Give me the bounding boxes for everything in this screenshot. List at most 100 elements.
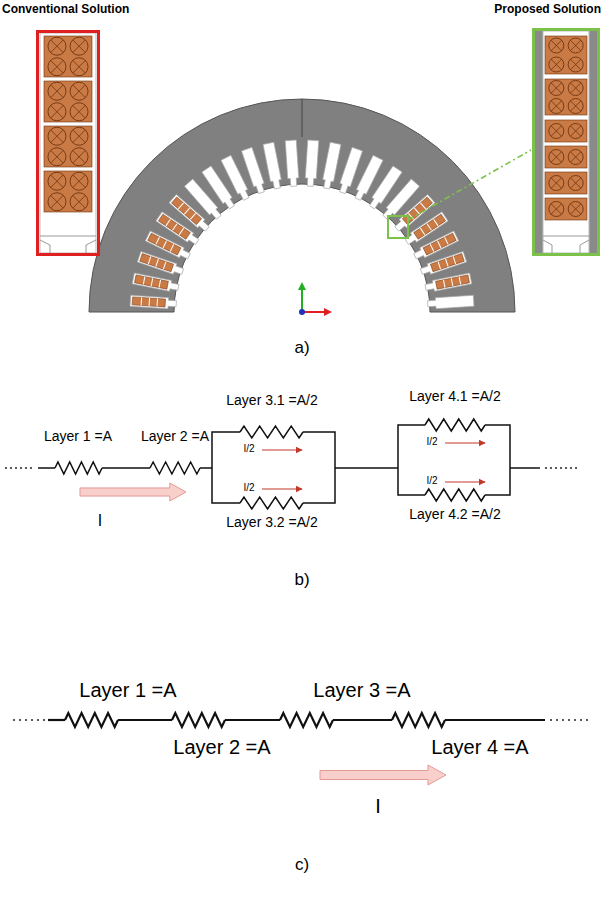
wire xyxy=(335,467,398,469)
current-arrow xyxy=(320,765,446,785)
conductor xyxy=(48,193,66,211)
branch-current-arrow xyxy=(445,481,485,482)
stator-slot xyxy=(427,295,474,309)
conductor-cross xyxy=(51,130,64,143)
stator-slot xyxy=(285,140,299,187)
resistor-symbol xyxy=(65,713,118,727)
copper-layer xyxy=(545,146,587,168)
copper-layer xyxy=(44,126,92,167)
conductor xyxy=(48,148,66,166)
resistor-symbol xyxy=(55,462,102,474)
conductor xyxy=(549,150,564,165)
resistor-symbol xyxy=(425,419,485,431)
circuit-label: Layer 1 =A xyxy=(44,428,112,444)
conductor xyxy=(70,37,88,55)
conductor xyxy=(549,57,564,72)
continuation-dot xyxy=(37,719,39,721)
resistor-symbol xyxy=(425,489,485,501)
conductor-cross xyxy=(570,204,581,215)
stator-slot xyxy=(263,142,283,189)
conductor-cross xyxy=(551,178,562,189)
continuation-dot xyxy=(586,719,588,721)
panel-caption: c) xyxy=(295,855,309,875)
branch-current-arrow xyxy=(262,488,302,489)
conductor xyxy=(549,81,564,96)
continuation-dot xyxy=(556,719,558,721)
continuation-dot xyxy=(31,719,33,721)
conductor-cross xyxy=(73,195,86,208)
circuit-label: Layer 4 =A xyxy=(431,736,528,759)
copper-layer xyxy=(44,36,92,77)
conductor-cross xyxy=(570,59,581,70)
continuation-dot xyxy=(574,719,576,721)
wire xyxy=(225,719,280,721)
circuit-label: Layer 4.2 =A/2 xyxy=(409,506,500,522)
conductor-cross xyxy=(73,60,86,73)
slot-view: Conventional Solution xyxy=(2,2,142,258)
conductor xyxy=(70,82,88,100)
conductor-cross xyxy=(73,40,86,53)
conductor-cross xyxy=(551,40,562,51)
conductor xyxy=(568,176,583,191)
wire xyxy=(510,467,540,469)
conductor-cross xyxy=(51,105,64,118)
view-heading: Conventional Solution xyxy=(2,2,142,16)
conductor-cross xyxy=(73,130,86,143)
stator-slot xyxy=(337,147,362,194)
circuit-label: Layer 2 =A xyxy=(141,428,209,444)
resistor-symbol xyxy=(280,713,333,727)
stator-slot xyxy=(425,273,472,293)
circuit-label: I/2 xyxy=(243,443,254,455)
slot-outline xyxy=(36,30,100,256)
continuation-dot xyxy=(15,467,17,469)
panel-caption: a) xyxy=(294,338,309,358)
continuation-dot xyxy=(545,467,547,469)
continuation-dot xyxy=(562,719,564,721)
circuit-label: Layer 3.2 =A/2 xyxy=(226,514,317,530)
continuation-dot xyxy=(19,719,21,721)
conductor xyxy=(549,202,564,217)
wire xyxy=(485,425,510,495)
resistor-symbol xyxy=(172,713,225,727)
conductor-cross xyxy=(551,204,562,215)
conductor-cross xyxy=(51,40,64,53)
continuation-dot xyxy=(43,719,45,721)
circuit-label: I/2 xyxy=(426,475,437,487)
stator-slot xyxy=(137,252,184,277)
continuation-dot xyxy=(550,467,552,469)
conductor-cross xyxy=(51,150,64,163)
circuit-label: I xyxy=(375,795,381,818)
conductor xyxy=(549,124,564,139)
conductor-cross xyxy=(551,152,562,163)
circuit-label: Layer 1 =A xyxy=(79,679,176,702)
copper-layer xyxy=(44,81,92,122)
wire xyxy=(445,719,545,721)
conductor-cross xyxy=(570,40,581,51)
wire xyxy=(333,719,392,721)
conductor-cross xyxy=(570,178,581,189)
conductor-cross xyxy=(51,195,64,208)
branch-current-arrow xyxy=(445,442,485,443)
conductor xyxy=(568,150,583,165)
continuation-dot xyxy=(25,467,27,469)
continuation-dot xyxy=(570,467,572,469)
conductor-cross xyxy=(551,101,562,112)
slot-view: Proposed Solution xyxy=(470,2,601,258)
copper-layer xyxy=(44,171,92,212)
resistor-symbol xyxy=(392,713,445,727)
continuation-dot xyxy=(555,467,557,469)
stator-slot xyxy=(305,140,319,187)
conductor xyxy=(48,172,66,190)
conductor-cross xyxy=(51,175,64,188)
copper-layer xyxy=(545,172,587,194)
wire xyxy=(118,719,172,721)
copper-layer xyxy=(545,36,587,74)
resistor-symbol xyxy=(240,497,303,509)
conductor-cross xyxy=(551,83,562,94)
copper-layer xyxy=(545,79,587,115)
circuit-label: Layer 2 =A xyxy=(173,736,270,759)
conductor xyxy=(549,99,564,114)
continuation-dot xyxy=(25,719,27,721)
